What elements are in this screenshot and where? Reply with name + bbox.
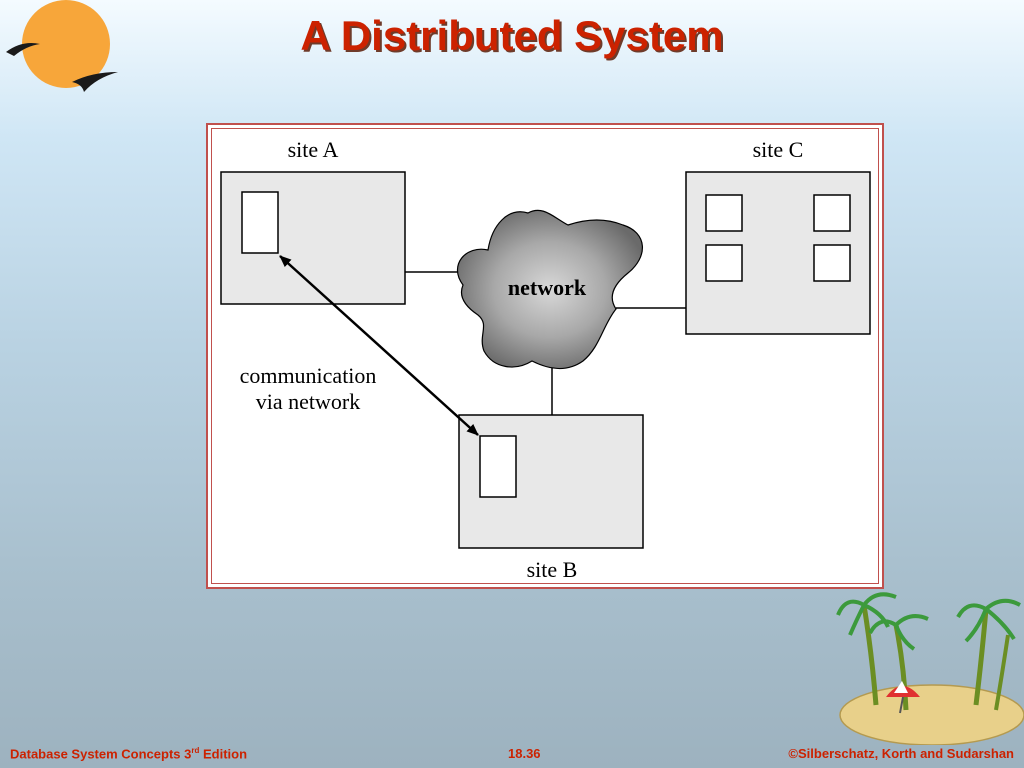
site-c-process-3 bbox=[705, 244, 743, 282]
diagram-frame: site A site C site B network communicati… bbox=[206, 123, 884, 589]
communication-label-line1: communication bbox=[240, 363, 377, 388]
footer-book-title: Database System Concepts 3rd Edition bbox=[10, 746, 248, 762]
site-c-label: site C bbox=[753, 137, 804, 162]
sun-logo-icon bbox=[6, 0, 118, 92]
site-c-process-1 bbox=[705, 194, 743, 232]
footer-page-number: 18.36 bbox=[508, 746, 541, 761]
seagull-icon bbox=[72, 72, 118, 92]
communication-arrow bbox=[279, 255, 479, 436]
site-a-process bbox=[241, 191, 279, 254]
network-label: network bbox=[508, 275, 587, 300]
site-c-process-4 bbox=[813, 244, 851, 282]
site-b-label: site B bbox=[527, 557, 578, 582]
site-c-process-2 bbox=[813, 194, 851, 232]
site-b-process bbox=[479, 435, 517, 498]
seagull-icon bbox=[6, 43, 40, 56]
network-cloud-icon bbox=[456, 209, 643, 370]
communication-label-line2: via network bbox=[256, 389, 360, 414]
slide-title: A Distributed System bbox=[300, 12, 724, 59]
palm-island-icon bbox=[836, 592, 1024, 745]
site-a-label: site A bbox=[288, 137, 339, 162]
distributed-system-diagram: site A site C site B network communicati… bbox=[220, 137, 871, 582]
footer-copyright: ©Silberschatz, Korth and Sudarshan bbox=[788, 746, 1014, 761]
